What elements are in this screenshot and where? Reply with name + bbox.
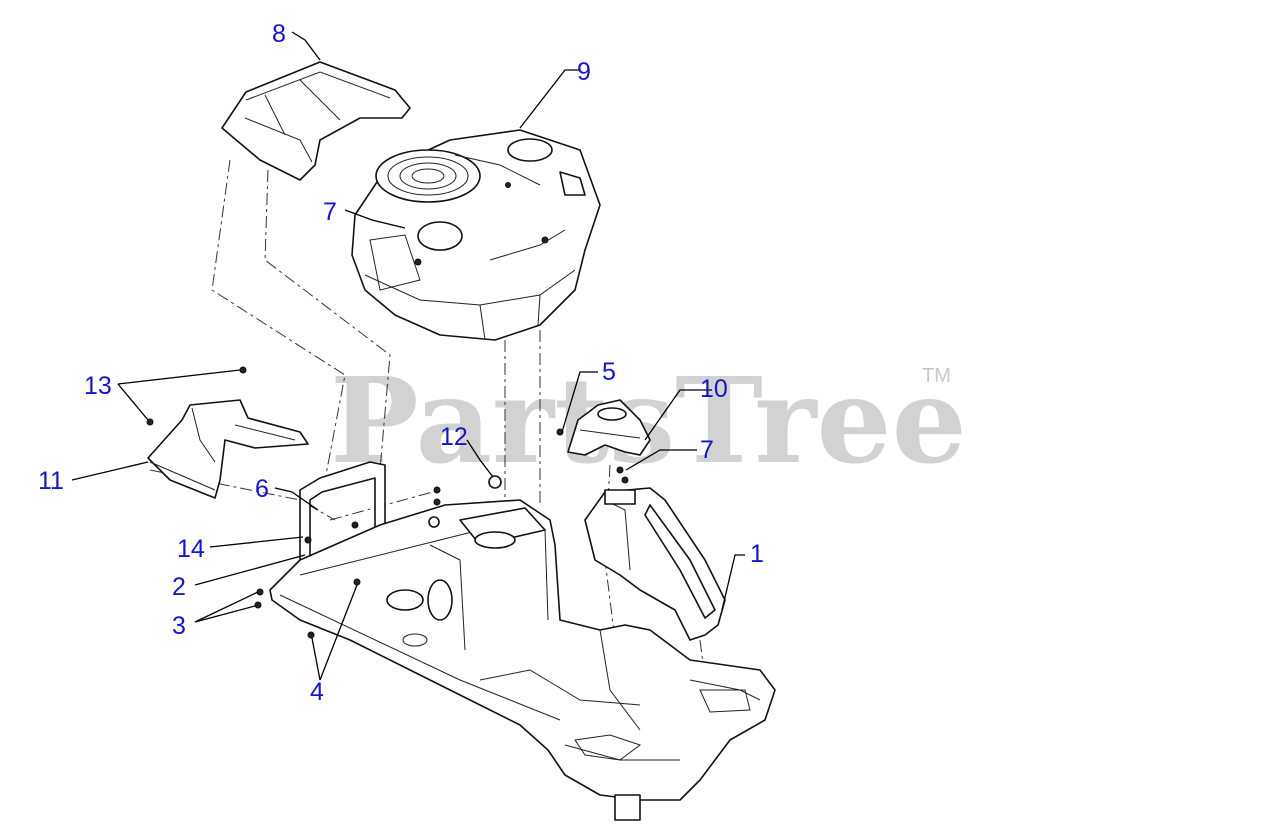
- part-console: [584, 487, 726, 641]
- part-rear-cover: [221, 61, 411, 181]
- part-fender: [351, 129, 601, 341]
- part-dash-cover: [567, 399, 651, 456]
- part-main-frame: [269, 499, 776, 821]
- leader-lines: [71, 31, 745, 681]
- callout-7-right: 7: [700, 436, 714, 464]
- callout-1: 1: [750, 540, 764, 568]
- watermark-text: PartsTree: [330, 351, 967, 490]
- part-side-panel: [147, 399, 309, 499]
- callout-labels: 8 9 7 13 11 6 14 2 3 4 12 5 10 7 1: [38, 20, 764, 706]
- callout-5: 5: [602, 358, 616, 386]
- callout-12: 12: [440, 423, 468, 451]
- callout-7-top: 7: [323, 198, 337, 226]
- callout-3: 3: [172, 612, 186, 640]
- callout-4: 4: [310, 678, 324, 706]
- callout-2: 2: [172, 573, 186, 601]
- callout-13: 13: [84, 372, 112, 400]
- callout-11: 11: [38, 467, 64, 495]
- hardware-fasteners: [146, 366, 629, 639]
- watermark-trademark: TM: [922, 365, 951, 387]
- callout-10: 10: [700, 375, 728, 403]
- callout-6: 6: [255, 475, 269, 503]
- callout-14: 14: [177, 535, 205, 563]
- callout-8: 8: [272, 20, 286, 48]
- callout-9: 9: [577, 58, 591, 86]
